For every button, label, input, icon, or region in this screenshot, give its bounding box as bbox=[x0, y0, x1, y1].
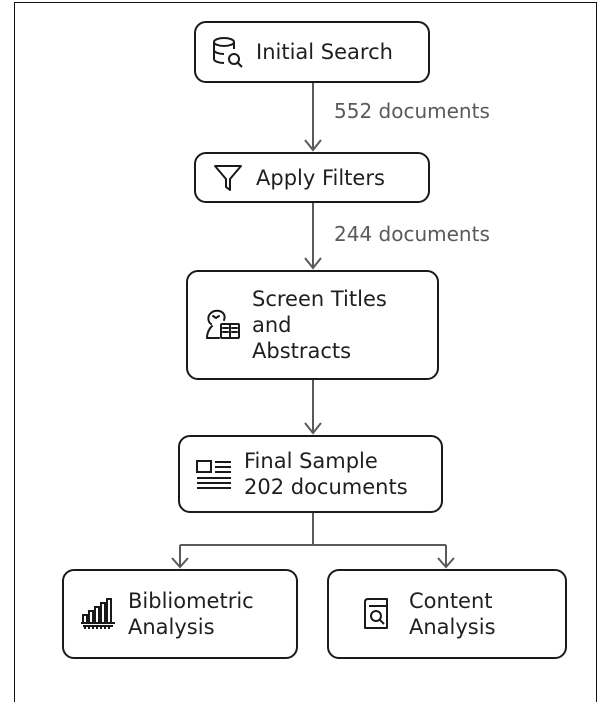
arrowhead-final bbox=[304, 422, 322, 435]
flow-connectors bbox=[171, 83, 455, 569]
bar-chart-icon bbox=[78, 596, 118, 632]
screen-line-2: and bbox=[252, 313, 292, 337]
node-initial-search-label: Initial Search bbox=[256, 40, 393, 64]
arrowhead-content bbox=[437, 557, 455, 569]
arrowhead-filters bbox=[304, 139, 322, 152]
node-apply-filters: Apply Filters bbox=[194, 152, 430, 203]
content-line-1: Content bbox=[409, 589, 493, 613]
arrowhead-screen bbox=[304, 257, 322, 270]
arrowhead-bibliometric bbox=[171, 557, 189, 569]
document-search-icon bbox=[359, 596, 395, 632]
edge-label-244: 244 documents bbox=[334, 222, 490, 246]
filter-icon bbox=[210, 161, 246, 195]
content-line-2: Analysis bbox=[409, 615, 496, 639]
screen-line-1: Screen Titles bbox=[252, 287, 387, 311]
bibliometric-line-1: Bibliometric bbox=[128, 589, 254, 613]
database-search-icon bbox=[210, 34, 246, 70]
node-content-label: Content Analysis bbox=[409, 588, 496, 640]
final-line-2: 202 documents bbox=[244, 475, 408, 499]
node-screen-titles-label: Screen Titles and Abstracts bbox=[252, 286, 387, 364]
node-final-sample: Final Sample 202 documents bbox=[178, 435, 443, 513]
diagram-frame bbox=[14, 2, 597, 702]
person-reading-icon bbox=[202, 305, 244, 345]
final-line-1: Final Sample bbox=[244, 449, 378, 473]
node-bibliometric-analysis: Bibliometric Analysis bbox=[62, 569, 298, 659]
document-list-icon bbox=[194, 456, 234, 492]
node-content-analysis: Content Analysis bbox=[327, 569, 567, 659]
node-final-sample-label: Final Sample 202 documents bbox=[244, 448, 408, 500]
edge-label-552: 552 documents bbox=[334, 99, 490, 123]
screen-line-3: Abstracts bbox=[252, 339, 352, 363]
node-screen-titles: Screen Titles and Abstracts bbox=[186, 270, 439, 380]
node-initial-search: Initial Search bbox=[194, 21, 430, 83]
bibliometric-line-2: Analysis bbox=[128, 615, 215, 639]
node-apply-filters-label: Apply Filters bbox=[256, 165, 385, 190]
node-bibliometric-label: Bibliometric Analysis bbox=[128, 588, 254, 640]
